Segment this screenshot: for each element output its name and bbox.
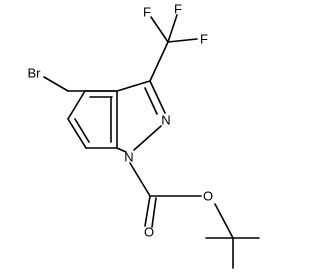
atom-label-ester-oxygen: O — [203, 189, 213, 204]
atom-label-n1: N — [124, 150, 133, 165]
atom-label-fluorine-3: F — [143, 5, 151, 20]
bond-cf3-f3 — [150, 16, 169, 43]
atom-label-bromine: Br — [28, 66, 42, 81]
bond-cf3-f2 — [167, 38, 198, 43]
atom-label-fluorine-1: F — [174, 2, 182, 17]
bond-n2-n1 — [133, 125, 162, 151]
bond-c5-c6 — [67, 90, 86, 120]
bond-carbonyl-c-o-double-b — [151, 197, 157, 228]
bond-c5-br — [43, 76, 69, 92]
atom-label-fluorine-2: F — [200, 32, 208, 47]
bond-o-ester-tbu — [214, 203, 234, 239]
bond-n1-carbonyl-c — [129, 162, 151, 197]
bond-c6-c7 — [67, 118, 87, 149]
structure-canvas: Br N N O O F F F — [28, 2, 260, 269]
bond-c3-n2-inner — [144, 87, 158, 115]
bond-cf3-f1 — [167, 14, 178, 43]
bond-inner-c6-c7 — [74, 118, 90, 143]
bond-c3a-c3 — [116, 80, 151, 92]
molecule-drawing: Br N N O O F F F — [28, 2, 260, 269]
bond-carbonyl-c-o-double-a — [144, 195, 151, 227]
atom-label-n2: N — [161, 113, 170, 128]
bond-c3-n2-outer — [149, 80, 166, 114]
bond-c3-cf3 — [149, 41, 169, 82]
bond-n1-c7a — [116, 147, 127, 153]
atom-label-carbonyl-oxygen: O — [144, 225, 154, 240]
